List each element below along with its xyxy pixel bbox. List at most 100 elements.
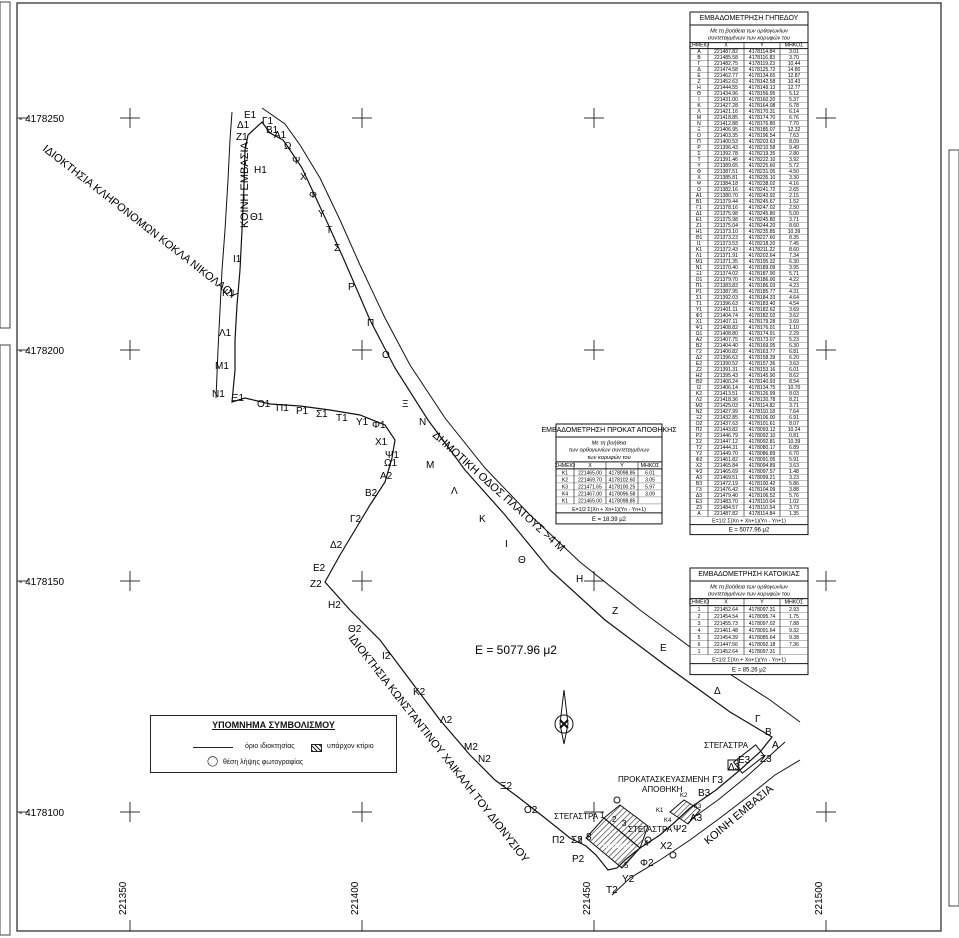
table-cell: 4178182.02 xyxy=(749,313,776,319)
table-cell: 221487.82 xyxy=(714,511,738,517)
table-cell: Ζ xyxy=(697,79,700,85)
vertex-label: Φ1 xyxy=(372,420,386,431)
table-cell: 221437.63 xyxy=(714,421,738,427)
table-cell: 4178245.80 xyxy=(749,217,776,223)
vertex-label: Χ2 xyxy=(660,841,673,852)
vertex-label: Φ xyxy=(309,190,317,201)
table-cell: Ο xyxy=(697,133,701,139)
photo-location-icon: ◯ xyxy=(207,756,219,767)
vertex-labels: Ε1 Δ1 Ζ1 Γ1 Β1 Α1 Ω Ψ Χ Φ Υ Τ Σ Ρ Π Ο Ξ … xyxy=(212,110,779,896)
shelter-label-a: ΣΤΕΓΑΣΤΡΑ xyxy=(704,741,749,750)
table-cell: Ι xyxy=(698,97,699,103)
table-cell: 4.64 xyxy=(789,295,799,301)
vertex-label: Ω1 xyxy=(384,458,397,469)
table-cell: Ε2 xyxy=(696,361,702,367)
table-cell: 4178114.84 xyxy=(749,511,775,517)
table-cell: 6.89 xyxy=(789,445,799,451)
grid-x-label-1: 221350 xyxy=(118,881,129,915)
table-cell: Ψ xyxy=(697,181,701,187)
table-cell: 6 xyxy=(698,642,701,648)
table-cell: Λ2 xyxy=(696,397,702,403)
north-arrow xyxy=(554,689,574,745)
table-cell: 4178092.81 xyxy=(749,439,776,445)
table-cell: 221379.44 xyxy=(714,199,738,205)
vertex-label: Γ xyxy=(755,714,761,725)
table-cell: 4178219.35 xyxy=(749,151,776,157)
table-cell: 4178195.32 xyxy=(749,259,776,265)
table-cell: 2.15 xyxy=(789,193,799,199)
table-cell: 4178096.58 xyxy=(609,491,636,497)
table-cell: Η xyxy=(697,85,701,91)
vertex-label: Ι1 xyxy=(233,254,242,265)
table-cell: 4.22 xyxy=(789,277,799,283)
table-cell: 4178099.21 xyxy=(749,475,776,481)
table-subtitle: Με τη βοήθεια xyxy=(592,439,628,446)
table-cell: 4178106.52 xyxy=(749,493,776,499)
table-cell: 6.78 xyxy=(789,103,799,109)
table-formula: E=1/2 Σ(Xn + Xn+1)(Yn - Yn+1) xyxy=(712,658,786,664)
table-cell: 221455.73 xyxy=(714,621,738,627)
table-cell: 221427.28 xyxy=(714,103,738,109)
table-cell: 8.03 xyxy=(789,391,799,397)
table-result: E = 18.39 μ2 xyxy=(592,517,626,523)
vertex-label: Ζ xyxy=(612,606,618,617)
table-cell: Α xyxy=(697,49,701,55)
table-cell: 10.43 xyxy=(788,79,801,85)
vertex-label: Ν1 xyxy=(212,389,225,400)
table-cell: 8.21 xyxy=(789,397,799,403)
table-cell: 221408.80 xyxy=(714,331,738,337)
table-cell: 4178092.18 xyxy=(749,642,776,648)
table-header: ΜΗΚΟΣ xyxy=(785,43,805,49)
vertex-label: Ψ xyxy=(292,156,300,167)
table-cell: 4178164.08 xyxy=(749,103,776,109)
vertex-label: Β3 xyxy=(698,788,711,799)
vertex-label: 5 xyxy=(624,861,629,870)
table-cell: Υ2 xyxy=(696,451,702,457)
owner-nw-label: ΙΔΙΟΚΤΗΣΙΑ ΚΛΗΡΟΝΟΜΩΝ ΚΟΚΛΑ ΝΙΚΟΛΑΟΥ xyxy=(40,143,240,303)
legend-existing-label: υπάρχον κτίριο xyxy=(327,743,374,750)
table-cell: 221454.54 xyxy=(714,614,738,620)
vertex-label: 1 xyxy=(600,811,605,820)
table-cell: 221396.43 xyxy=(714,145,738,151)
table-cell: Ι2 xyxy=(697,385,701,391)
left-margin-box-top xyxy=(0,1,11,329)
table-cell: 4178196.54 xyxy=(749,133,776,139)
table-cell: 4178247.02 xyxy=(749,205,776,211)
table-cell: 221396.63 xyxy=(714,355,738,361)
table-cell: 221465.00 xyxy=(578,498,602,504)
table-cell: 221374.02 xyxy=(714,271,738,277)
table-cell: Ε xyxy=(697,73,701,79)
table-cell: Β xyxy=(697,55,701,61)
legend-title: ΥΠΟΜΝΗΜΑ ΣΥΜΒΟΛΙΣΜΟΥ xyxy=(212,720,335,730)
table-cell: 221452.64 xyxy=(714,607,738,613)
table-cell: 3.30 xyxy=(789,175,799,181)
vertex-label: Τ xyxy=(326,225,332,236)
table-cell: 4178098.85 xyxy=(609,498,636,504)
vertex-label: Ξ xyxy=(402,399,409,410)
vertex-label: Κ2 xyxy=(413,687,426,698)
map-frame xyxy=(16,2,942,932)
table-cell: 221482.75 xyxy=(714,61,738,67)
vertex-label: Ο1 xyxy=(257,399,271,410)
vertex-label: Ζ2 xyxy=(310,579,322,590)
table-title: ΕΜΒΑΔΟΜΕΤΡΗΣΗ ΚΑΤΟΙΚΙΑΣ xyxy=(698,571,800,578)
table-cell: 8.35 xyxy=(789,235,799,241)
table-cell: Μ2 xyxy=(696,403,703,409)
table-cell: 4178183.40 xyxy=(749,301,776,307)
table-cell: 9.49 xyxy=(789,145,799,151)
table-cell: 221406.14 xyxy=(714,385,738,391)
table-cell: 1 xyxy=(698,649,701,655)
table-cell: 9.32 xyxy=(789,628,799,634)
table-cell: 4.16 xyxy=(789,181,799,187)
table-cell: 1.48 xyxy=(789,469,799,475)
table-cell: 12.32 xyxy=(788,127,801,133)
table-cell: Ξ2 xyxy=(696,415,702,421)
table-cell: 2.29 xyxy=(789,331,799,337)
table-cell: 221401.11 xyxy=(714,307,738,313)
table-cell: 221465.84 xyxy=(714,463,738,469)
table-cell: 2.93 xyxy=(789,607,799,613)
table-cell: 4178182.62 xyxy=(749,307,776,313)
table-cell: 4178241.72 xyxy=(749,187,776,193)
table-cell: 221418.85 xyxy=(714,115,738,121)
table-frame xyxy=(555,423,663,525)
